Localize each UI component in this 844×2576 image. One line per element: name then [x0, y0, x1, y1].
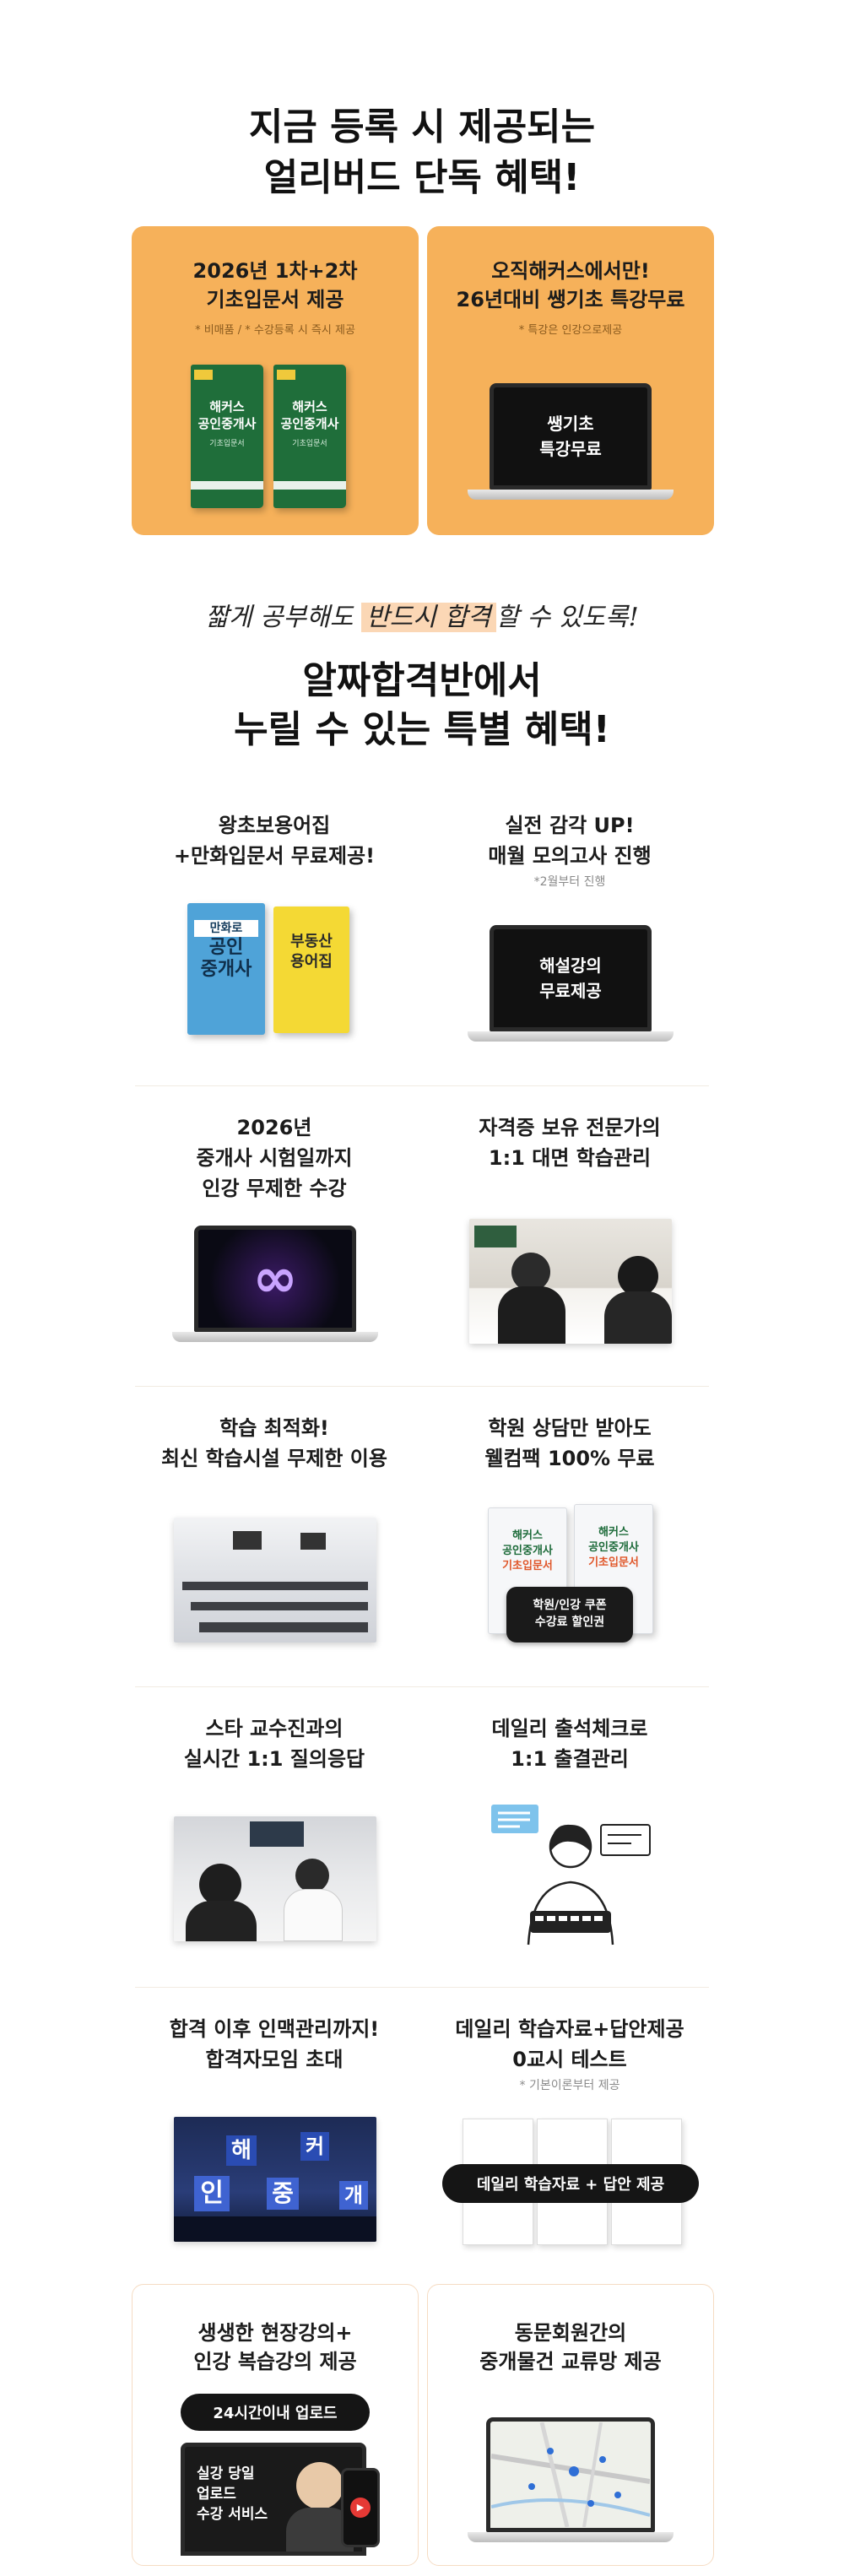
- book-logo-icon: [277, 370, 295, 380]
- screen-text-1: 쌩기초: [547, 414, 594, 434]
- alzza-title-line2: 누릴 수 있는 특별 혜택!: [234, 708, 610, 751]
- laptop-icon: 쌩기초 특강무료: [468, 383, 674, 501]
- benefit-unlimited-lecture: 2026년 중개사 시험일까지 인강 무제한 수강: [196, 1116, 353, 1200]
- map-icon: [491, 2422, 650, 2527]
- lecture-screen: 실강 당일 업로드 수강 서비스: [181, 2443, 366, 2556]
- benefit-facility: 학습 최적화! 최신 학습시설 무제한 이용: [161, 1416, 387, 1470]
- benefit-1on1-management: 자격증 보유 전문가의 1:1 대면 학습관리: [479, 1116, 661, 1170]
- benefit-qna: 스타 교수진과의 실시간 1:1 질의응답: [183, 1717, 365, 1771]
- card-note: * 특강은 인강으로제공: [518, 324, 623, 337]
- coupon-card: 학원/인강 쿠폰 수강료 할인권: [506, 1587, 633, 1642]
- benefit-glossary: 왕초보용어집 +만화입문서 무료제공!: [173, 814, 376, 868]
- card-title-line1: 2026년 1차+2차: [192, 259, 358, 283]
- earlybird-card-books: 2026년 1차+2차 기초입문서 제공 * 비매품 / * 수강등록 시 즉시…: [132, 226, 419, 535]
- comic-book: 만화로 공인 중개사: [187, 903, 265, 1035]
- earlybird-title-line1: 지금 등록 시 제공되는: [248, 106, 596, 149]
- benefit-alumni-network: 합격 이후 인맥관리까지! 합격자모임 초대: [169, 2017, 380, 2071]
- card-title-line1: 오직해커스에서만!: [491, 259, 650, 283]
- card-note: * 비매품 / * 수강등록 시 즉시 제공: [195, 324, 355, 337]
- phone-icon: ▶: [341, 2468, 380, 2547]
- alumni-event-photo: 해 커 인 중 개: [174, 2117, 376, 2242]
- row-divider: [135, 1987, 709, 1988]
- qna-photo: [174, 1816, 376, 1941]
- upload-24h-pill: 24시간이내 업로드: [181, 2394, 370, 2431]
- book-logo-icon: [194, 370, 213, 380]
- benefit-attendance: 데일리 출석체크로 1:1 출결관리: [491, 1717, 648, 1771]
- benefit-mock-exam: 실전 감각 UP! 매월 모의고사 진행 *2월부터 진행: [488, 814, 652, 889]
- consulting-photo: [469, 1219, 672, 1344]
- attendance-illustration-icon: [491, 1805, 651, 1946]
- tagline-highlight: 반드시 합격: [361, 603, 496, 632]
- alzza-title-line1: 알짜합격반에서: [302, 659, 542, 702]
- row-divider: [135, 1386, 709, 1387]
- glossary-book: 부동산 용어집: [273, 906, 349, 1033]
- play-icon: ▶: [350, 2498, 371, 2518]
- card-title-line2: 26년대비 쌩기초 특강무료: [456, 288, 685, 311]
- daily-materials-pill: 데일리 학습자료 + 답안 제공: [442, 2164, 699, 2203]
- row-divider: [135, 1085, 709, 1086]
- screen-text-2: 특강무료: [539, 439, 602, 459]
- laptop-map-icon: [468, 2417, 674, 2544]
- earlybird-card-lecture: 오직해커스에서만! 26년대비 쌩기초 특강무료 * 특강은 인강으로제공 쌩기…: [427, 226, 714, 535]
- card-title-line2: 기초입문서 제공: [206, 288, 344, 311]
- instructor-avatar: [296, 2462, 344, 2509]
- earlybird-title-line2: 얼리버드 단독 혜택!: [263, 156, 581, 199]
- laptop-icon: 해설강의 무료제공: [468, 925, 674, 1043]
- classroom-photo: [174, 1518, 376, 1642]
- row-divider: [135, 1686, 709, 1687]
- laptop-infinity-icon: ∞: [172, 1226, 378, 1344]
- benefit-daily-test: 데일리 학습자료+답안제공 0교시 테스트 * 기본이론부터 제공: [455, 2017, 684, 2092]
- benefit-welcome-pack: 학원 상담만 받아도 웰컴팩 100% 무료: [484, 1416, 655, 1470]
